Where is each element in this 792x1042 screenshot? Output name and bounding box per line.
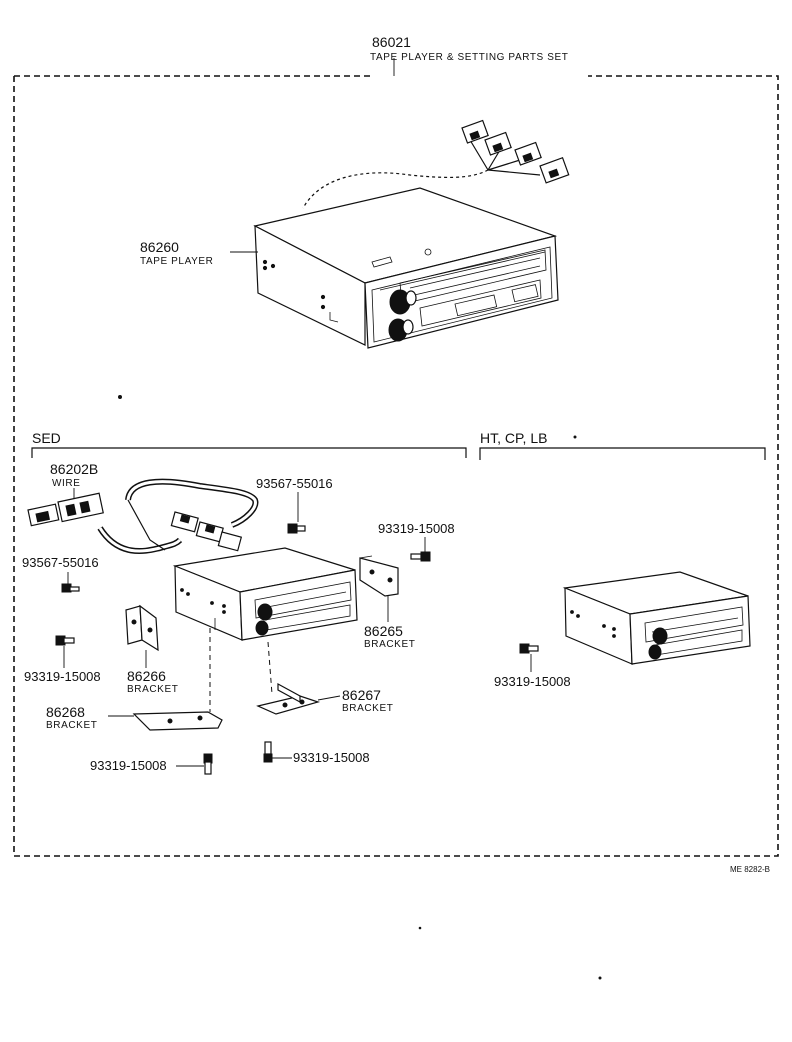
- group-ht-bracket: [479, 447, 766, 460]
- group-ht-label: HT, CP, LB: [480, 430, 547, 446]
- screw-c-number: 93319-15008: [24, 669, 101, 684]
- diagram-code: ME 8282-B: [730, 865, 770, 874]
- sed-tape-player-illustration: [172, 547, 358, 641]
- screw-b-icon: [61, 583, 80, 593]
- set-number: 86021: [372, 34, 411, 50]
- group-sed-bracket: [31, 447, 467, 458]
- screw-d-number: 93319-15008: [378, 521, 455, 536]
- screw-f-number: 93319-15008: [293, 750, 370, 765]
- bracket-86268-illustration: [132, 711, 223, 731]
- tape-player-illustration: [253, 119, 570, 349]
- screw-a-icon: [287, 523, 306, 534]
- screw-d-icon: [410, 551, 431, 562]
- bracket-86266-name: BRACKET: [127, 684, 178, 695]
- bracket-86266-illustration: [125, 604, 159, 652]
- bracket-86265-number: 86265: [364, 623, 403, 639]
- bracket-86267-leader: [317, 695, 341, 701]
- screw-f-icon: [263, 741, 273, 763]
- bracket-86268-name: BRACKET: [46, 720, 97, 731]
- screw-e-number: 93319-15008: [90, 758, 167, 773]
- group-sed-label: SED: [32, 430, 61, 446]
- set-border: [13, 75, 779, 857]
- screw-a-number: 93567-55016: [256, 476, 333, 491]
- screw-ht-number: 93319-15008: [494, 674, 571, 689]
- wire-number: 86202B: [50, 461, 98, 477]
- bracket-86268-number: 86268: [46, 704, 85, 720]
- bracket-86267-number: 86267: [342, 687, 381, 703]
- wire-name: WIRE: [52, 478, 81, 489]
- screw-b-number: 93567-55016: [22, 555, 99, 570]
- screw-c-icon: [55, 635, 75, 646]
- tape-player-number: 86260: [140, 239, 179, 255]
- bracket-86265-name: BRACKET: [364, 639, 415, 650]
- bracket-86267-name: BRACKET: [342, 703, 393, 714]
- bracket-86265-illustration: [359, 555, 399, 597]
- screw-e-icon: [203, 753, 213, 775]
- ht-tape-player-illustration: [562, 571, 751, 665]
- bracket-86267-illustration: [256, 682, 321, 715]
- wire-illustration: [27, 478, 259, 555]
- screw-ht-icon: [519, 643, 539, 654]
- tape-player-name: TAPE PLAYER: [140, 256, 213, 267]
- bracket-86266-number: 86266: [127, 668, 166, 684]
- locator-line-right: [267, 641, 273, 695]
- set-name: TAPE PLAYER & SETTING PARTS SET: [370, 52, 568, 63]
